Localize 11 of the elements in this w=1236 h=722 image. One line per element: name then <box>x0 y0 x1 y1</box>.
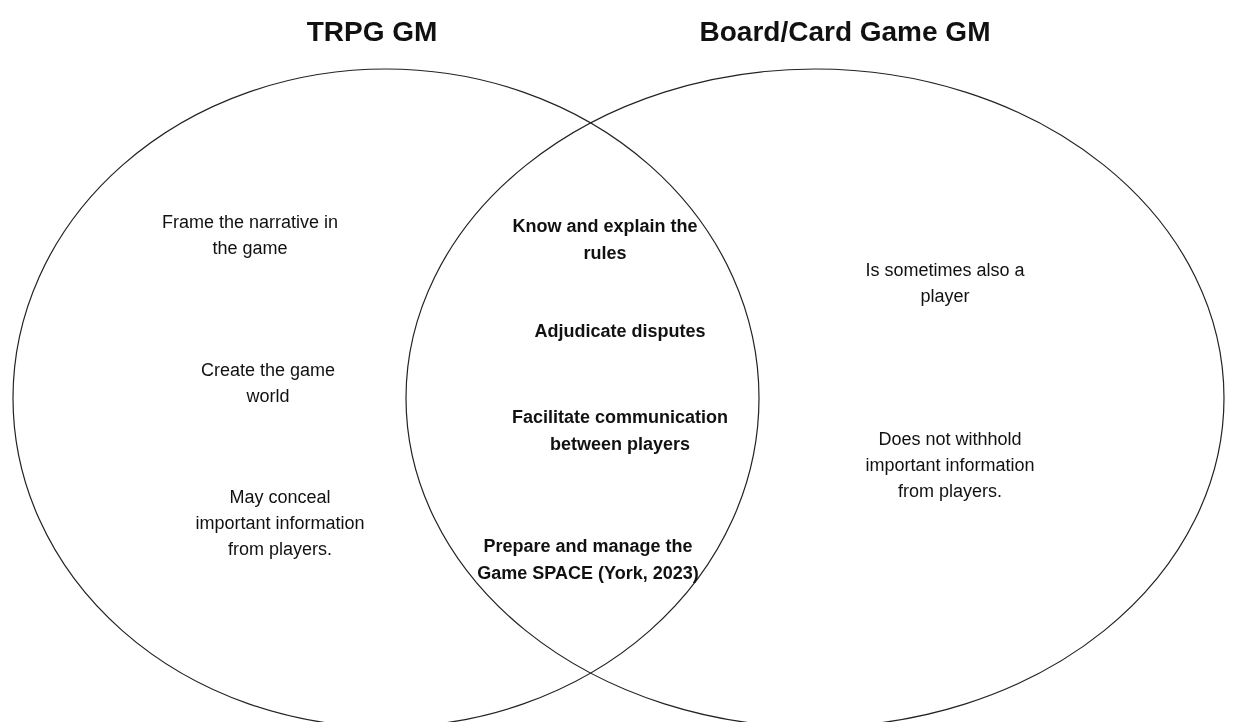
set-trait: Frame the narrative in the game <box>160 211 340 260</box>
set-title: Board/Card Game GM <box>698 16 992 48</box>
shared-trait: Prepare and manage the Game SPACE (York, 2023) <box>477 535 699 585</box>
set-trait: Does not withhold important information from players. <box>864 428 1036 503</box>
set-trait: Is sometimes also a player <box>864 259 1026 308</box>
shared-trait: Adjudicate disputes <box>533 319 707 343</box>
shared-trait: Facilitate communication between players <box>510 406 729 456</box>
set-trait: May conceal important information from players. <box>194 486 366 561</box>
shared-trait: Know and explain the rules <box>511 215 699 265</box>
set-title: TRPG GM <box>305 16 439 48</box>
set-trait: Create the game world <box>199 359 337 408</box>
